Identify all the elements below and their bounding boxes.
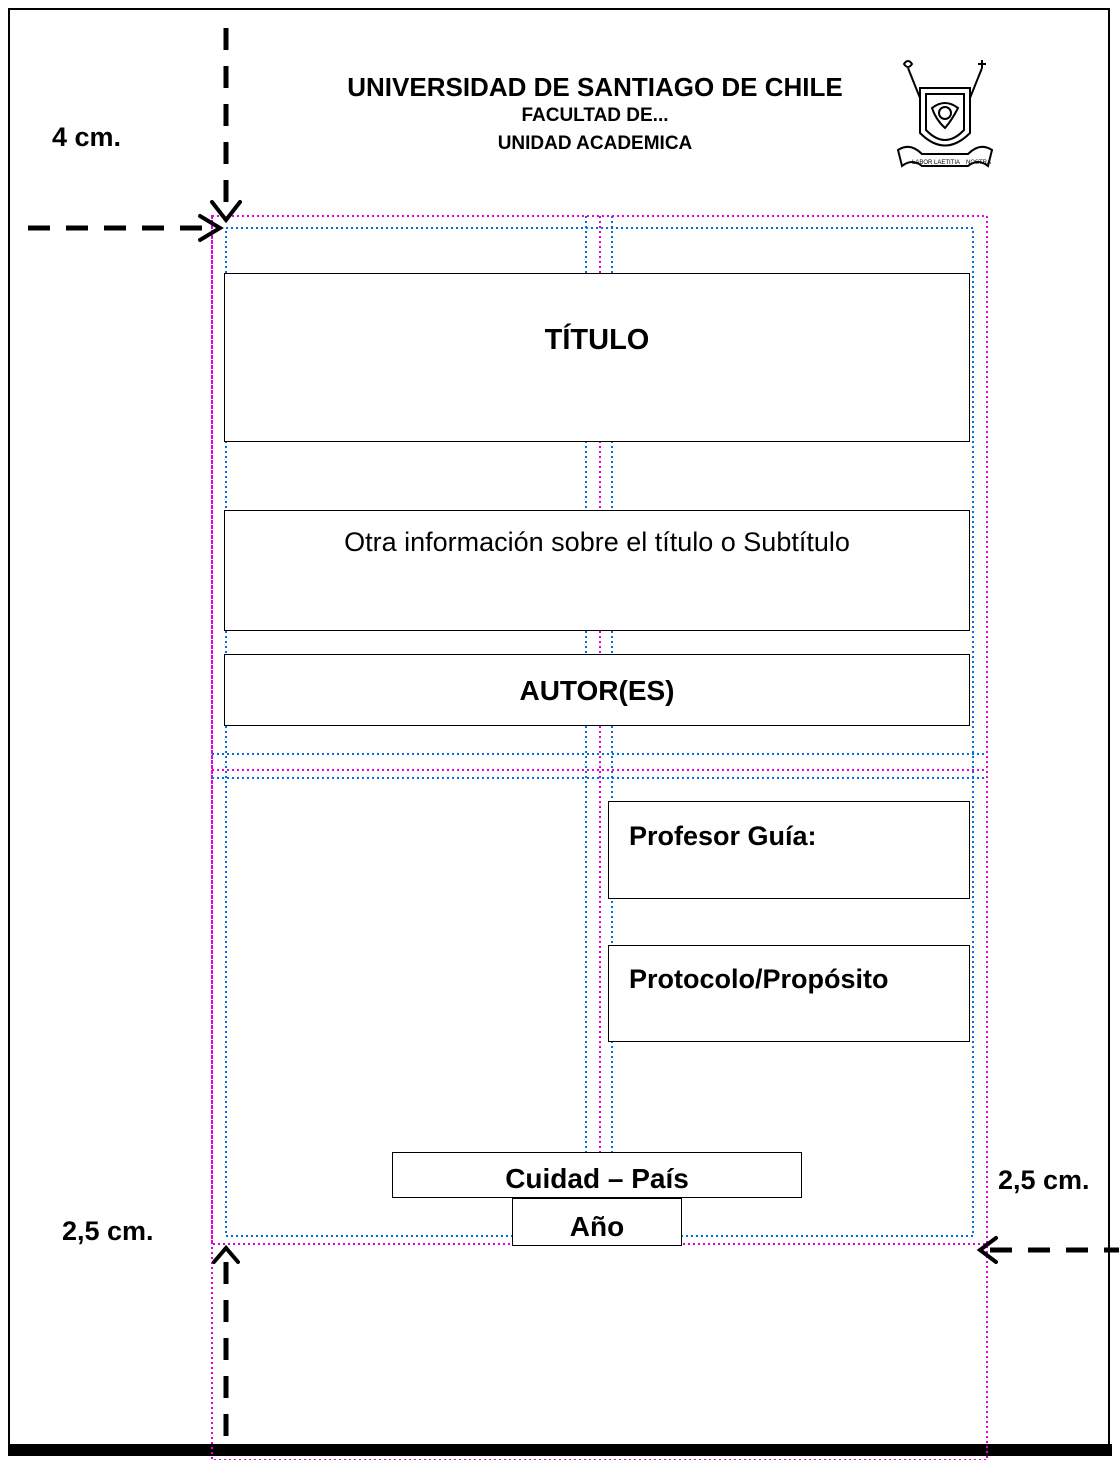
purpose-text: Protocolo/Propósito xyxy=(629,964,889,994)
city-country-box: Cuidad – País xyxy=(392,1152,802,1198)
title-box: TÍTULO xyxy=(224,273,970,442)
year-box: Año xyxy=(512,1198,682,1246)
arrow-up-icon xyxy=(212,1244,240,1264)
page-frame xyxy=(8,8,1110,1444)
authors-box: AUTOR(ES) xyxy=(224,654,970,726)
authors-text: AUTOR(ES) xyxy=(519,675,675,706)
top-margin-label: 4 cm. xyxy=(52,122,122,152)
title-text: TÍTULO xyxy=(544,324,650,356)
university-crest-icon: LABOR LAETITIA NOSTRA xyxy=(896,60,994,168)
left-margin-label: 2,5 cm. xyxy=(62,1216,154,1246)
crest-motto-2: LAETITIA xyxy=(934,160,960,166)
measure-lines xyxy=(28,28,1119,1450)
arrowheads xyxy=(198,200,998,1264)
arrow-left-icon xyxy=(976,1236,998,1264)
crest-motto-3: NOSTRA xyxy=(966,160,991,166)
crest-motto-1: LABOR xyxy=(912,160,933,166)
city-country-text: Cuidad – País xyxy=(505,1163,689,1194)
subtitle-text: Otra información sobre el título o Subtí… xyxy=(344,527,850,557)
faculty-name: FACULTAD DE... xyxy=(521,105,669,126)
advisor-text: Profesor Guía: xyxy=(629,821,817,851)
unit-name: UNIDAD ACADEMICA xyxy=(497,133,693,154)
university-name: UNIVERSIDAD DE SANTIAGO DE CHILE xyxy=(347,72,843,102)
arrow-right-icon xyxy=(198,214,224,242)
arrow-down-icon xyxy=(210,200,242,224)
purpose-box: Protocolo/Propósito xyxy=(608,945,970,1042)
blue-margin-rect xyxy=(225,227,974,1237)
year-text: Año xyxy=(569,1211,625,1242)
advisor-box: Profesor Guía: xyxy=(608,801,970,899)
page-bottom-edge xyxy=(8,1444,1112,1456)
right-margin-label: 2,5 cm. xyxy=(998,1165,1090,1195)
subtitle-box: Otra información sobre el título o Subtí… xyxy=(224,510,970,631)
